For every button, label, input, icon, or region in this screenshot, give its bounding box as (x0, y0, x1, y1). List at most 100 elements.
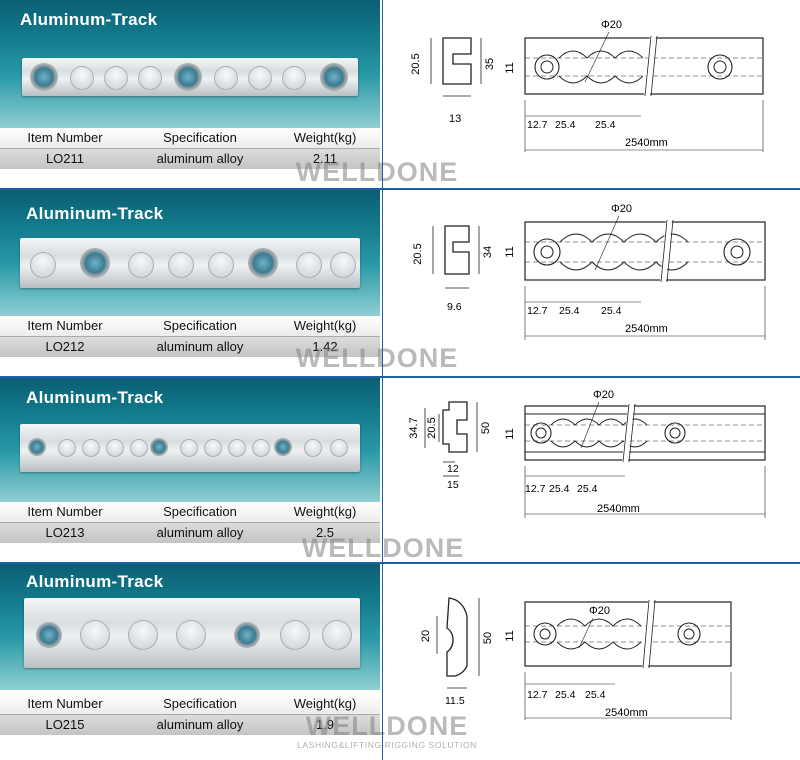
section-divider (0, 562, 800, 564)
dim-height: 20.5 (426, 417, 438, 438)
scallop (128, 252, 154, 278)
table-header: Item Number Specification Weight(kg) (0, 502, 380, 522)
bolt-hole (320, 63, 348, 91)
dim-pitch-c: 25.4 (595, 119, 616, 131)
weight: 2.11 (312, 151, 338, 166)
drawing-hole (683, 628, 695, 640)
profile-shape (442, 37, 472, 85)
table-header: Item Number Specification Weight(kg) (0, 694, 380, 714)
table-row: LO213 aluminum alloy 2.5 (0, 522, 380, 543)
header-weight: Weight(kg) (293, 130, 357, 145)
hole-dia: Φ20 (611, 203, 632, 215)
track-image (20, 238, 360, 288)
dim-total: 34 (482, 246, 494, 258)
track-outline (524, 37, 764, 95)
header-item-number: Item Number (27, 318, 103, 333)
drawing-hole (534, 54, 560, 80)
track-outline (524, 221, 766, 281)
bolt-hole (234, 622, 260, 648)
profile-shape (444, 225, 470, 275)
dim-total: 35 (484, 58, 496, 70)
product-photo: Aluminum-Track (0, 378, 380, 502)
header-weight: Weight(kg) (293, 696, 357, 711)
bolt-hole (36, 622, 62, 648)
dim-length: 2540mm (597, 503, 640, 515)
drawing-hole (540, 245, 554, 259)
scallop (82, 439, 100, 457)
header-item-number: Item Number (27, 504, 103, 519)
drawing-hole (730, 245, 744, 259)
scallop (130, 439, 148, 457)
scallop (330, 252, 356, 278)
scallop (304, 439, 322, 457)
header-weight: Weight(kg) (293, 318, 357, 333)
drawing-hole (723, 238, 751, 266)
scallop (180, 439, 198, 457)
dim-pitch-a: 12.7 (527, 119, 548, 131)
item-number: LO215 (45, 717, 85, 732)
specification: aluminum alloy (156, 717, 244, 732)
technical-drawing: 20.5 35 13 Φ20 11 12.7 25.4 25.4 2540mm (410, 19, 764, 152)
profile-shape (442, 401, 468, 453)
product-photo: Aluminum-Track (0, 0, 380, 128)
dim-total: 50 (480, 422, 492, 434)
dim-length: 2540mm (625, 323, 668, 335)
dim-height: 20.5 (412, 243, 424, 264)
weight: 2.5 (315, 525, 335, 540)
scallop (228, 439, 246, 457)
dim-length: 2540mm (605, 707, 648, 719)
product-title: Aluminum-Track (20, 10, 158, 29)
spec-table: Item Number Specification Weight(kg) LO2… (0, 502, 380, 546)
scallop (30, 252, 56, 278)
spec-table: Item Number Specification Weight(kg) LO2… (0, 316, 380, 360)
product-title: Aluminum-Track (26, 388, 164, 407)
dim-pitch-b: 25.4 (549, 483, 570, 495)
dim-slot: 11 (504, 630, 516, 641)
item-number: LO213 (45, 525, 85, 540)
product-panel-lo215: Aluminum-Track Item Number Specification… (0, 564, 800, 760)
table-row: LO212 aluminum alloy 1.42 (0, 336, 380, 357)
technical-drawing: 34.7 20.5 50 12 15 Φ20 11 12.7 25.4 25.4… (408, 389, 766, 518)
bolt-hole (80, 248, 110, 278)
specification: aluminum alloy (156, 339, 244, 354)
item-number: LO212 (45, 339, 85, 354)
scallop (168, 252, 194, 278)
scallop (106, 439, 124, 457)
scallop (104, 66, 128, 90)
drawing-hole (539, 628, 551, 640)
profile-shape (446, 597, 468, 677)
item-number: LO211 (45, 151, 85, 166)
hole-dia: Φ20 (593, 389, 614, 401)
bolt-hole (174, 63, 202, 91)
bolt-hole (248, 248, 278, 278)
dim-slot: 11 (504, 62, 516, 73)
scallop (80, 620, 110, 650)
scallop (70, 66, 94, 90)
scallop (282, 66, 306, 90)
drawing-hole (530, 422, 552, 444)
scallop (176, 620, 206, 650)
dim-height: 20.5 (410, 53, 422, 74)
technical-drawing: 20 50 11.5 Φ20 11 12.7 25.4 25.4 2540mm (420, 597, 732, 720)
dim-pitch-c: 25.4 (585, 689, 606, 701)
header-specification: Specification (163, 318, 237, 333)
scallop (322, 620, 352, 650)
scallop (252, 439, 270, 457)
dim-total: 50 (482, 632, 494, 644)
scallop (128, 620, 158, 650)
bolt-hole (150, 438, 168, 456)
scallop (280, 620, 310, 650)
product-title: Aluminum-Track (26, 204, 164, 223)
header-item-number: Item Number (27, 130, 103, 145)
scallop (248, 66, 272, 90)
header-weight: Weight(kg) (293, 504, 357, 519)
header-specification: Specification (163, 130, 237, 145)
scallop (58, 439, 76, 457)
scallop (296, 252, 322, 278)
dim-base-2: 15 (447, 479, 459, 491)
dim-pitch-a: 12.7 (527, 305, 548, 317)
dim-base: 9.6 (447, 301, 462, 313)
specification: aluminum alloy (156, 525, 244, 540)
product-photo: Aluminum-Track (0, 190, 380, 316)
product-panel-lo213: Aluminum-Track Item Number Specification… (0, 378, 800, 562)
